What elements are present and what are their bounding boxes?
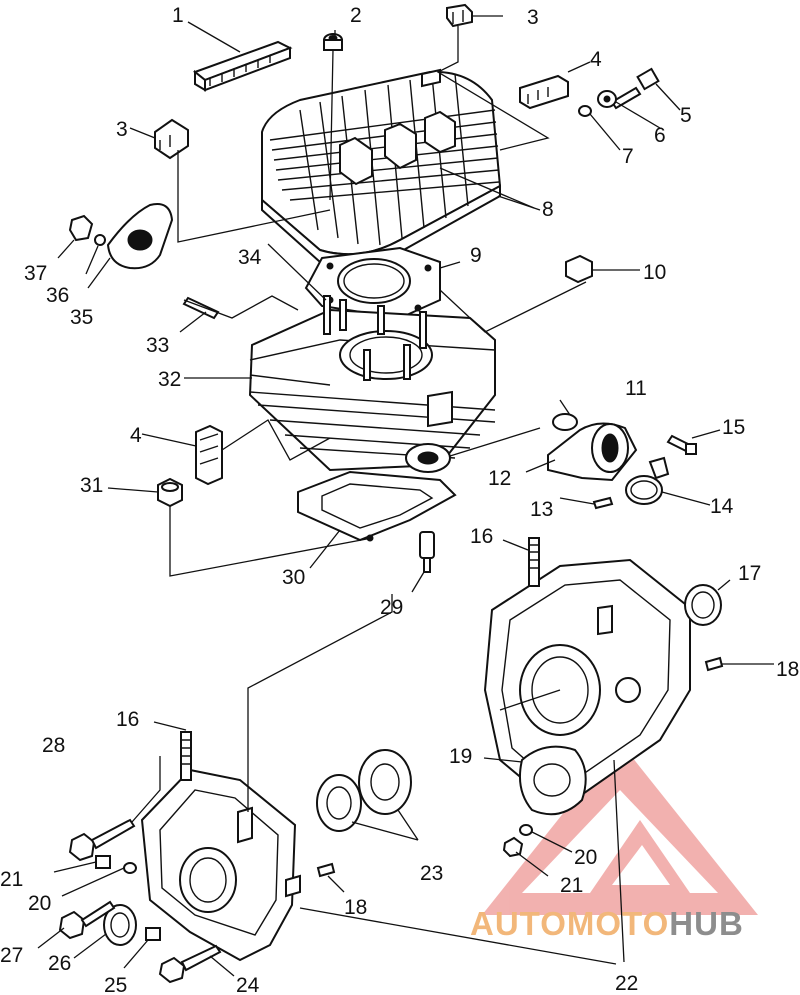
part-21-bolt-right [502, 836, 524, 858]
callout-34: 34 [238, 246, 262, 269]
part-7-lock-washer [578, 105, 592, 117]
callout-7: 7 [622, 145, 634, 168]
callout-16: 16 [116, 708, 139, 731]
callout-33: 33 [146, 334, 169, 357]
part-25-screw [145, 927, 161, 941]
callout-26: 26 [48, 952, 71, 975]
part-31-nut [157, 477, 183, 508]
part-4-clip-left [195, 424, 223, 486]
callout-18: 18 [344, 896, 367, 919]
part-37-nut [68, 214, 94, 242]
callout-30: 30 [282, 566, 305, 589]
callout-labels: 1 2 3 3 4 4 5 6 7 8 9 10 11 12 13 14 15 … [0, 4, 799, 995]
callout-8: 8 [542, 198, 554, 221]
callout-22: 22 [615, 972, 638, 995]
part-26-seal [103, 904, 137, 946]
part-28-bolt [68, 818, 136, 862]
callout-14: 14 [710, 495, 734, 518]
part-3-clip-left [154, 118, 189, 160]
callout-11: 11 [625, 377, 647, 400]
part-5-bolt [610, 67, 660, 110]
crankcase-left [140, 768, 301, 962]
callout-9: 9 [470, 244, 482, 267]
part-30-base-gasket [297, 470, 457, 542]
part-32-cylinder [248, 295, 496, 473]
callout-36: 36 [46, 284, 69, 307]
part-24-bolt [158, 944, 222, 984]
part-12-intake-manifold [547, 422, 638, 482]
part-11-o-ring [552, 413, 578, 431]
callout-13: 13 [530, 498, 553, 521]
part-33-stud [182, 296, 220, 320]
callout-24: 24 [236, 974, 260, 995]
callout-18: 18 [776, 658, 799, 681]
callout-27: 27 [0, 944, 23, 967]
part-27-nut [58, 900, 116, 940]
part-8-cylinder-head [261, 68, 502, 268]
callout-29: 29 [380, 596, 403, 619]
part-18-dowel-right [704, 656, 724, 672]
part-36-washer [94, 234, 106, 246]
callout-2: 2 [350, 4, 362, 27]
callout-19: 19 [449, 745, 472, 768]
leader-lines [37, 15, 774, 977]
part-3-clip-top [446, 3, 473, 28]
callout-20: 20 [28, 892, 51, 915]
watermark-wordmark: AUTOMOTOHUB [470, 905, 744, 943]
callout-5: 5 [680, 104, 692, 127]
watermark-part-a: AUTOMOTO [470, 905, 670, 942]
watermark-part-b: HUB [669, 905, 744, 942]
part-20-washer-left [123, 862, 137, 874]
callout-23: 23 [420, 862, 443, 885]
part-6-washer [597, 90, 617, 108]
callout-12: 12 [488, 467, 511, 490]
callout-15: 15 [722, 416, 745, 439]
callout-21: 21 [560, 874, 583, 897]
callout-32: 32 [158, 368, 181, 391]
part-2-nut [323, 33, 343, 51]
callout-35: 35 [70, 306, 93, 329]
callout-1: 1 [172, 4, 184, 27]
part-21-bolt-left [95, 855, 111, 869]
callout-3: 3 [116, 118, 128, 141]
part-19-crankcase-right [483, 558, 691, 816]
callout-28: 28 [42, 734, 65, 757]
callout-10: 10 [643, 261, 666, 284]
callout-6: 6 [654, 124, 666, 147]
part-16-stud-right [528, 537, 540, 587]
part-10-clip [565, 254, 593, 284]
part-29-plug [419, 531, 435, 573]
callout-20: 20 [574, 846, 597, 869]
part-14-clamp [625, 456, 670, 505]
callout-17: 17 [738, 562, 761, 585]
part-16-stud-left [180, 731, 192, 781]
callout-21: 21 [0, 868, 23, 891]
part-17-oil-seal [684, 584, 722, 626]
part-35-flange [106, 203, 174, 270]
watermark-logo-triangle [482, 742, 758, 915]
callout-25: 25 [104, 974, 127, 995]
callout-4: 4 [130, 424, 142, 447]
part-23-bearing-a [316, 774, 362, 832]
callout-16: 16 [470, 525, 493, 548]
part-18-dowel-left [316, 862, 336, 878]
callout-31: 31 [80, 474, 103, 497]
callout-37: 37 [24, 262, 47, 285]
part-15-screw [666, 434, 697, 455]
part-1-clip-strip [192, 40, 293, 92]
callout-4: 4 [590, 48, 602, 71]
callout-3: 3 [527, 6, 539, 29]
part-4-clip-right [519, 74, 569, 110]
part-23-bearing-b [358, 749, 412, 815]
part-20-washer-right [519, 824, 533, 836]
part-13-screw [592, 496, 614, 510]
